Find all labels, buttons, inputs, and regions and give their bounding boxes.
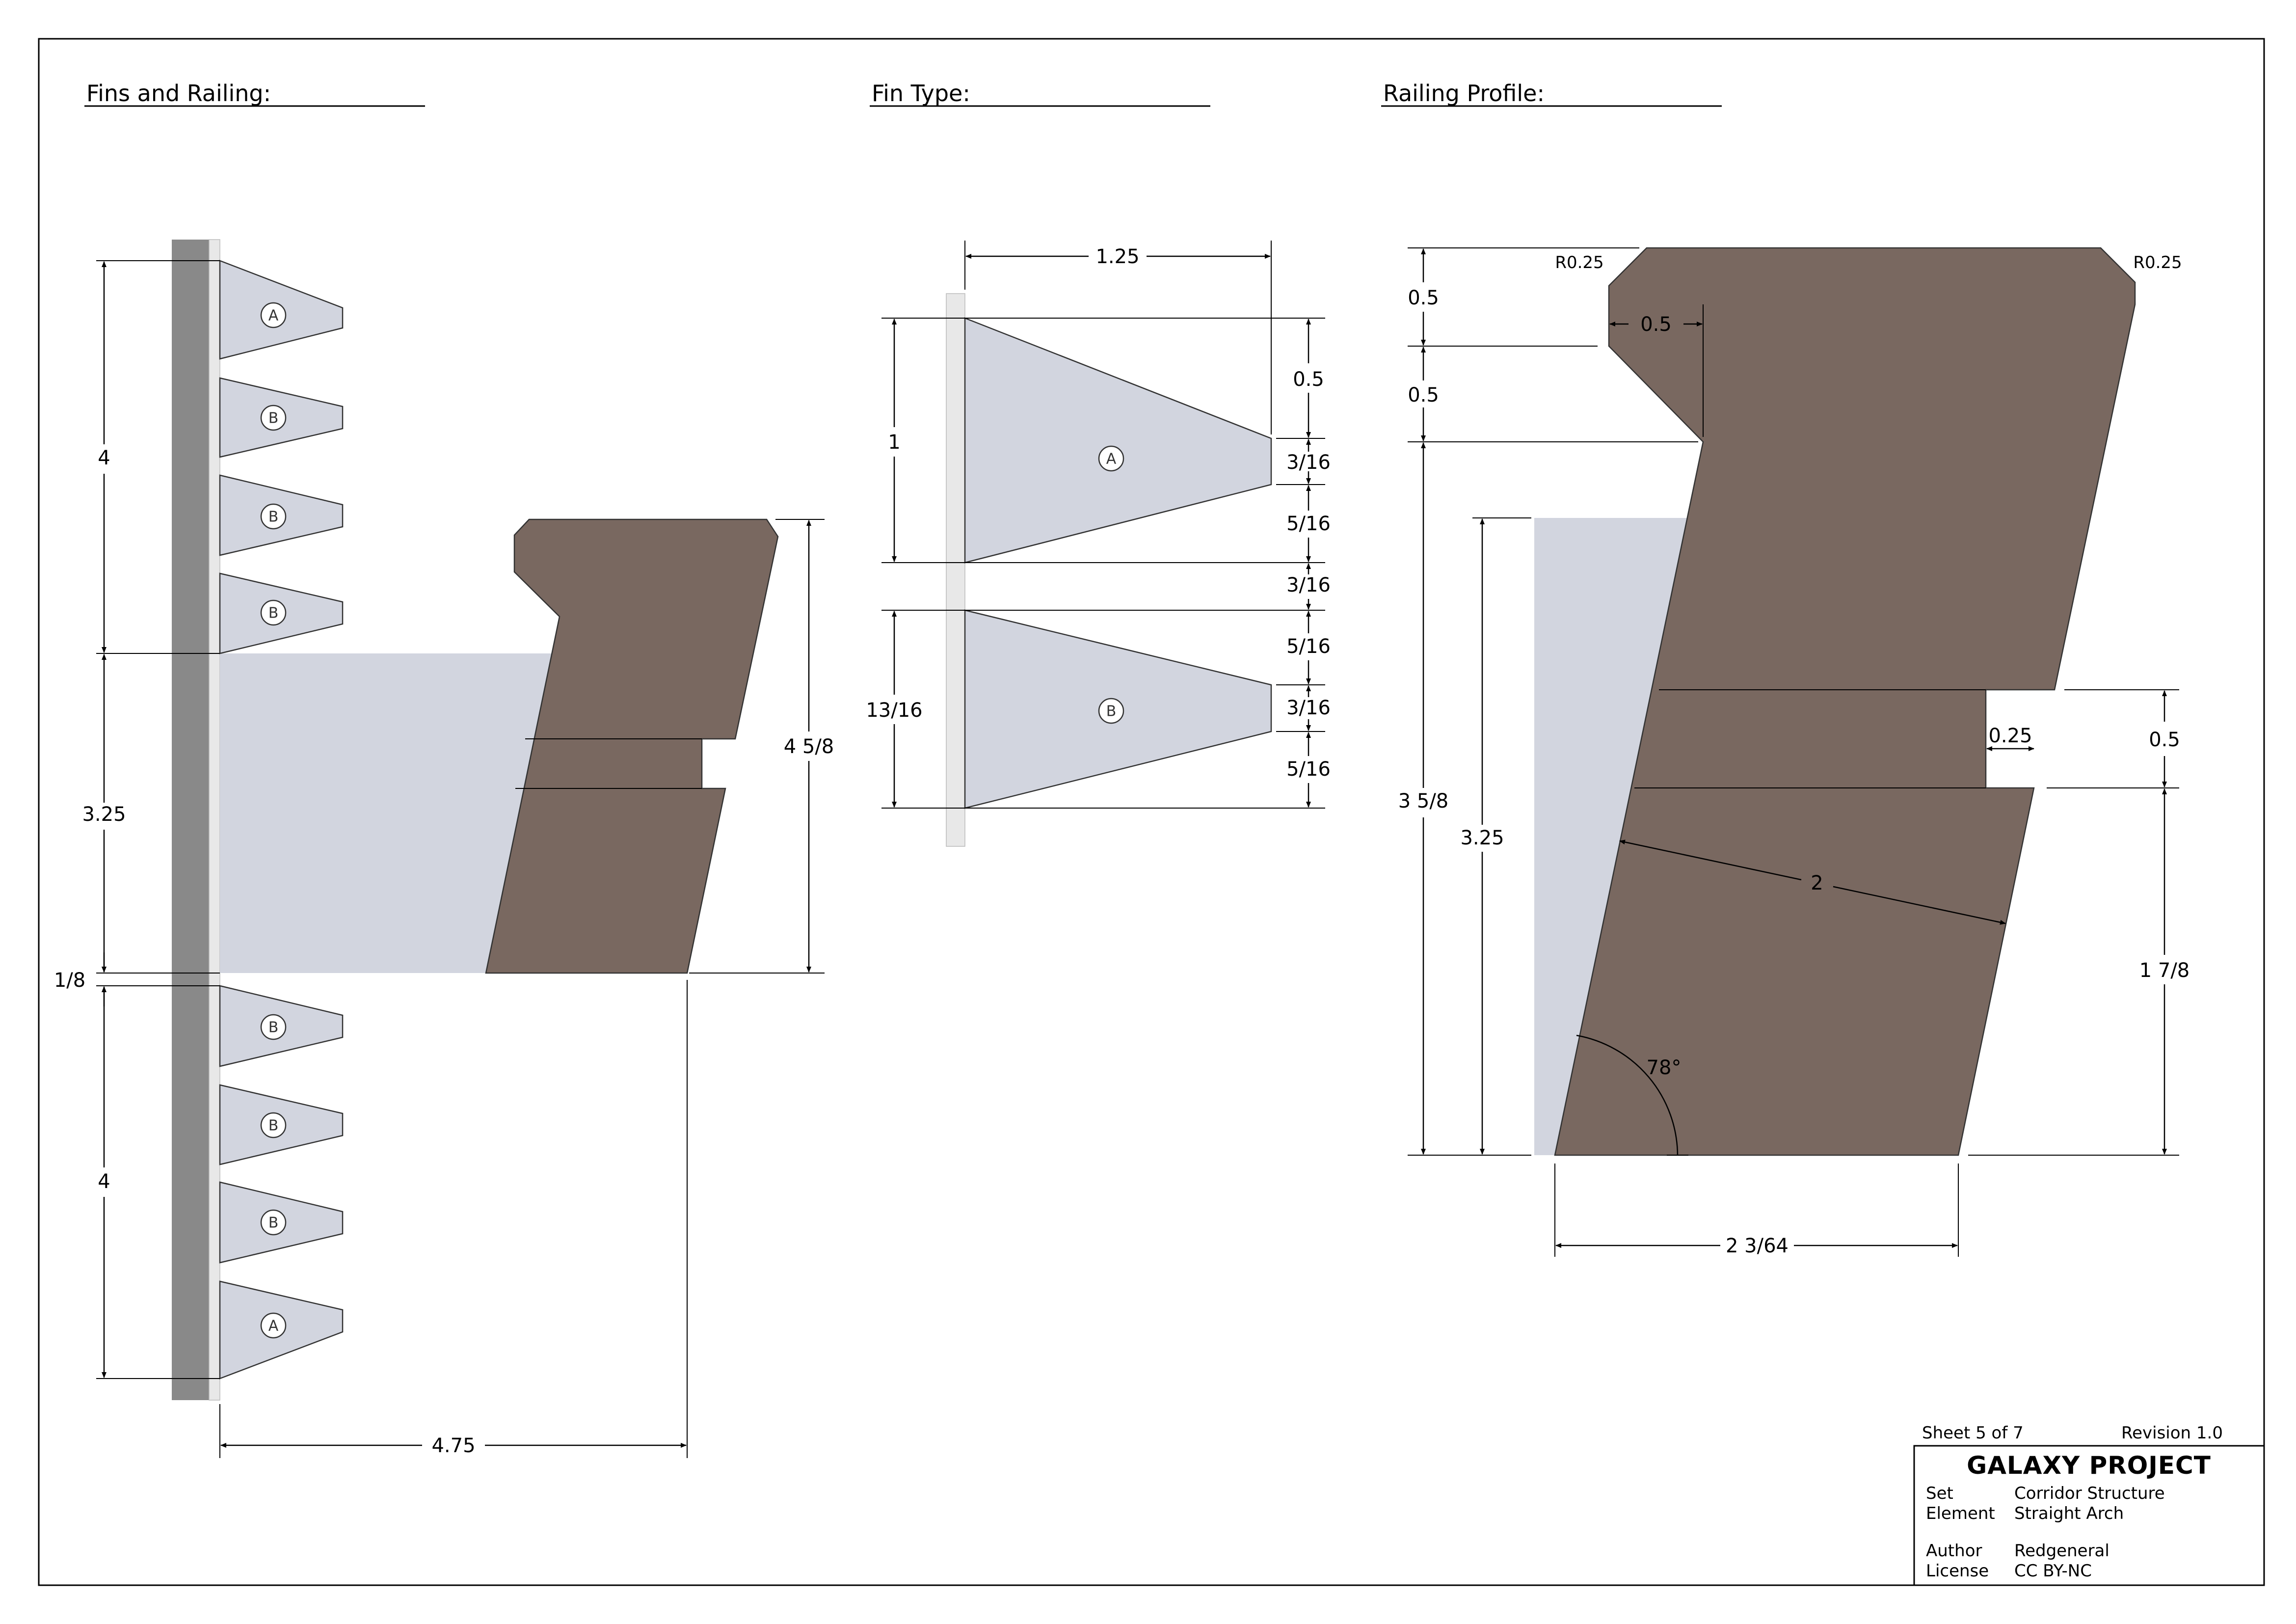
fin-a-detail: A [964, 317, 1272, 564]
fin-a-top: A [219, 260, 344, 360]
dim-gap: 1/8 [54, 969, 85, 992]
fin-b-bottom-2: B [219, 1084, 344, 1165]
svg-text:A: A [268, 307, 279, 325]
section-title-fins-railing: Fins and Railing: [84, 80, 425, 107]
wall-strip [209, 239, 220, 1401]
railing-profile-view: R0.25 R0.25 0.5 0.5 0.5 3 5/8 3.25 0.25 … [1398, 247, 2190, 1257]
sheet-number: Sheet 5 of 7 [1922, 1423, 2024, 1443]
dim-fin-d2: 3/16 [1286, 451, 1331, 474]
fin-b-top-1: B [219, 377, 344, 458]
dim-total-height: 3 5/8 [1398, 790, 1449, 812]
dim-panel-height: 3.25 [1460, 827, 1504, 849]
svg-text:B: B [268, 605, 279, 622]
fin-wall-strip [946, 293, 965, 847]
dim-thickness: 2 [1811, 872, 1823, 894]
profile-railing [1554, 247, 2136, 1156]
svg-text:A: A [268, 1318, 279, 1335]
wall [172, 240, 209, 1400]
element-value: Straight Arch [2014, 1504, 2124, 1523]
fin-a-bottom: A [219, 1280, 344, 1380]
svg-text:B: B [1106, 703, 1117, 720]
svg-text:B: B [268, 1215, 279, 1232]
svg-text:A: A [1106, 451, 1117, 468]
fin-b-detail: B [964, 609, 1272, 809]
dim-radius-right: R0.25 [2133, 253, 2182, 272]
svg-text:B: B [268, 509, 279, 526]
dim-groove-height: 0.5 [2149, 729, 2180, 751]
license-label: License [1926, 1561, 1989, 1581]
dim-notch-width: 0.5 [1640, 313, 1672, 336]
dim-fin-width: 1.25 [1095, 245, 1139, 268]
dim-fin-d3: 5/16 [1286, 513, 1331, 535]
dim-fin-d4: 3/16 [1286, 574, 1331, 596]
dim-top-height: 4 [98, 447, 110, 469]
set-value: Corridor Structure [2014, 1484, 2165, 1503]
fin-b-top-2: B [219, 474, 344, 556]
dim-base-width: 2 3/64 [1726, 1235, 1789, 1257]
dim-fin-d1: 0.5 [1293, 368, 1324, 391]
author-value: Redgeneral [2014, 1541, 2109, 1561]
project-name: GALAXY PROJECT [1967, 1451, 2211, 1480]
license-value: CC BY-NC [2014, 1561, 2092, 1581]
title-block: Sheet 5 of 7 Revision 1.0 GALAXY PROJECT… [1913, 1423, 2265, 1586]
fin-b-bottom-1: B [219, 985, 344, 1067]
dim-bottom-height: 4 [98, 1170, 110, 1193]
svg-text:B: B [268, 1019, 279, 1036]
fin-b-top-3: B [219, 572, 344, 654]
svg-text:Fins and Railing:: Fins and Railing: [86, 80, 271, 107]
fins-railing-view: A B B B B B B [54, 239, 834, 1458]
dim-rail-height: 4 5/8 [784, 735, 834, 758]
dim-angle: 78° [1647, 1056, 1682, 1079]
railing-cap [485, 518, 779, 974]
svg-text:B: B [268, 410, 279, 427]
dim-fin-d6: 3/16 [1286, 697, 1331, 719]
author-label: Author [1926, 1541, 1982, 1561]
sheet-border [38, 38, 2265, 1586]
dim-width: 4.75 [431, 1435, 475, 1457]
section-title-fin-type: Fin Type: [870, 80, 1210, 107]
set-label: Set [1926, 1484, 1953, 1503]
dim-fin-b-height: 13/16 [866, 699, 922, 722]
element-label: Element [1926, 1504, 1995, 1523]
dim-lower-height: 1 7/8 [2139, 959, 2190, 982]
svg-text:Railing Profile:: Railing Profile: [1383, 80, 1545, 107]
dim-top2: 0.5 [1408, 384, 1439, 406]
svg-text:Fin Type:: Fin Type: [872, 80, 970, 107]
dim-fin-a-height: 1 [888, 431, 900, 454]
svg-text:B: B [268, 1117, 279, 1135]
section-title-railing-profile: Railing Profile: [1381, 80, 1722, 107]
profile-panel [1534, 518, 1688, 1155]
dim-middle-height: 3.25 [82, 803, 126, 826]
dim-fin-d7: 5/16 [1286, 758, 1331, 781]
dim-top1: 0.5 [1408, 287, 1439, 309]
dim-groove-depth: 0.25 [1988, 725, 2032, 747]
fin-b-bottom-3: B [219, 1181, 344, 1264]
fin-type-view: A B 1.25 1 13/16 0.5 [866, 241, 1331, 847]
dim-radius-left: R0.25 [1555, 253, 1603, 272]
revision: Revision 1.0 [2121, 1423, 2223, 1443]
railing-panel [220, 653, 553, 973]
dim-fin-d5: 5/16 [1286, 635, 1331, 658]
